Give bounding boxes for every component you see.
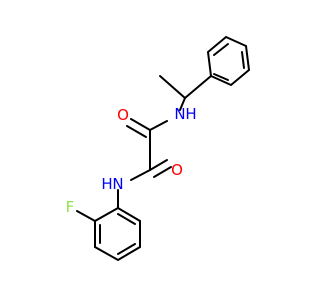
- bond-lower-c-o-double-2: [153, 166, 172, 178]
- atom-oxygen-upper: O: [117, 106, 129, 124]
- molecule-canvas: O N H O N H F: [66, 35, 251, 262]
- bond-ch-phenyl: [184, 75, 212, 99]
- phenyl-upper-double-1: [213, 43, 229, 56]
- bond-layer: [76, 35, 251, 262]
- atom-nitrogen-upper: N: [174, 105, 185, 123]
- bond-upper-c-o-double-1: [130, 118, 151, 131]
- bond-ch-methyl: [159, 75, 186, 99]
- atom-oxygen-lower: O: [171, 161, 183, 179]
- atom-hydrogen-lower: H: [101, 175, 112, 193]
- bond-lower-c-n: [130, 169, 151, 181]
- phenyl-upper-double-3: [213, 73, 229, 81]
- atom-fluorine: F: [66, 198, 75, 216]
- bond-upper-n-ch: [179, 97, 186, 111]
- molecule-structure: O N H O N H F: [66, 35, 251, 262]
- bond-lower-c-o-double-1: [149, 159, 168, 171]
- atom-nitrogen-lower: N: [112, 175, 123, 193]
- bond-upper-c-n: [149, 120, 168, 131]
- atom-label-layer: O N H O N H F: [66, 105, 197, 216]
- phenyl-ring-upper: [206, 35, 251, 87]
- bond-upper-c-o-double-2: [126, 125, 147, 138]
- phenyl-upper-double-2: [241, 51, 245, 69]
- phenyl-ring-lower: [94, 206, 141, 262]
- phenyl-lower-double-2: [117, 243, 136, 255]
- atom-hydrogen-upper: H: [185, 105, 196, 123]
- phenyl-lower-double-3: [117, 213, 136, 225]
- bond-c-f: [76, 210, 96, 222]
